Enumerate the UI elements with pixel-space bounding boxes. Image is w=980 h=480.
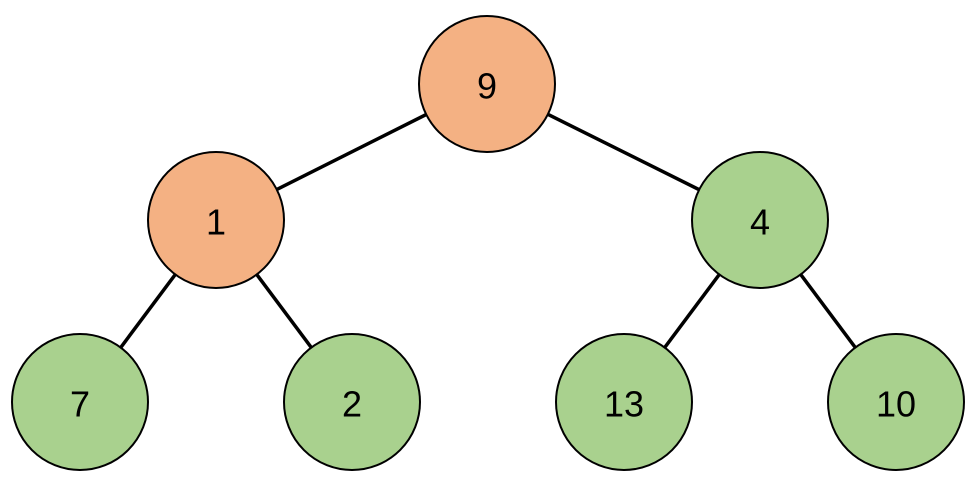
tree-nodes: 9 1 4 7 2 13 10	[11, 15, 965, 471]
node-circle	[555, 333, 693, 471]
node-label: 7	[70, 384, 90, 425]
tree-node-7: 7	[11, 333, 149, 471]
tree-node-2: 2	[283, 333, 421, 471]
node-label: 2	[342, 384, 362, 425]
node-label: 4	[750, 202, 770, 243]
node-circle	[827, 333, 965, 471]
tree-node-13: 13	[555, 333, 693, 471]
node-circle	[147, 151, 285, 289]
node-circle	[11, 333, 149, 471]
node-circle	[283, 333, 421, 471]
node-label: 10	[876, 384, 916, 425]
tree-node-10: 10	[827, 333, 965, 471]
node-label: 1	[206, 202, 226, 243]
node-label: 13	[604, 384, 644, 425]
node-circle	[691, 151, 829, 289]
tree-node-1: 1	[147, 151, 285, 289]
tree-node-9: 9	[418, 15, 556, 153]
tree-node-4: 4	[691, 151, 829, 289]
node-label: 9	[477, 66, 497, 107]
node-circle	[418, 15, 556, 153]
